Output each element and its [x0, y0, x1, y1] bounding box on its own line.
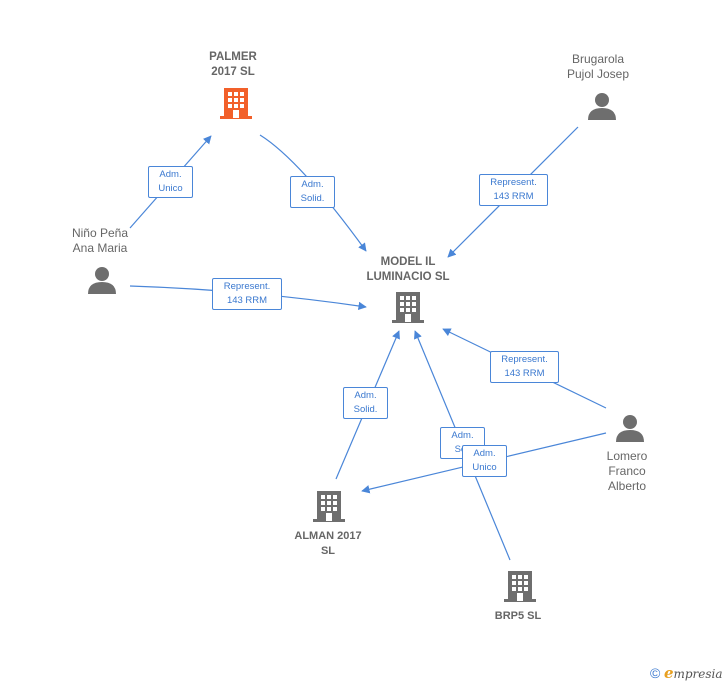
model-building-icon[interactable]: [392, 290, 424, 324]
model-label[interactable]: MODEL IL LUMINACIO SL: [366, 256, 450, 283]
palmer-building-icon[interactable]: [220, 86, 252, 120]
edge-label-alman-model[interactable]: Adm. Solid.: [343, 387, 388, 419]
copyright-symbol: ©: [650, 665, 661, 681]
nino-person-icon[interactable]: [87, 265, 117, 295]
brp5-label[interactable]: BRP5 SL: [494, 610, 542, 622]
edge-label-lomero-model[interactable]: Represent. 143 RRM: [490, 351, 559, 383]
edge-label-nino-palmer[interactable]: Adm. Unico: [148, 166, 193, 198]
brp5-building-icon[interactable]: [504, 569, 536, 603]
empresia-footer[interactable]: © empresia: [650, 664, 723, 682]
nino-label[interactable]: Niño Peña Ana Maria: [71, 226, 129, 255]
edge-label-brugarola-model[interactable]: Represent. 143 RRM: [479, 174, 548, 206]
alman-building-icon[interactable]: [313, 489, 345, 523]
lomero-label[interactable]: Lomero Franco Alberto: [606, 449, 648, 493]
empresia-logo-e: e: [663, 664, 674, 682]
palmer-label[interactable]: PALMER 2017 SL: [209, 51, 257, 78]
brugarola-person-icon[interactable]: [587, 91, 617, 121]
alman-label[interactable]: ALMAN 2017 SL: [294, 530, 362, 557]
edge-label-palmer-model[interactable]: Adm. Solid.: [290, 176, 335, 208]
brugarola-label[interactable]: Brugarola Pujol Josep: [566, 52, 630, 81]
empresia-logo-text: mpresia: [673, 667, 723, 681]
edge-label-nino-model[interactable]: Represent. 143 RRM: [212, 278, 282, 310]
empresia-logo: empresia: [663, 664, 723, 682]
lomero-person-icon[interactable]: [615, 413, 645, 443]
edge-label-lomero-alman[interactable]: Adm. Unico: [462, 445, 507, 477]
